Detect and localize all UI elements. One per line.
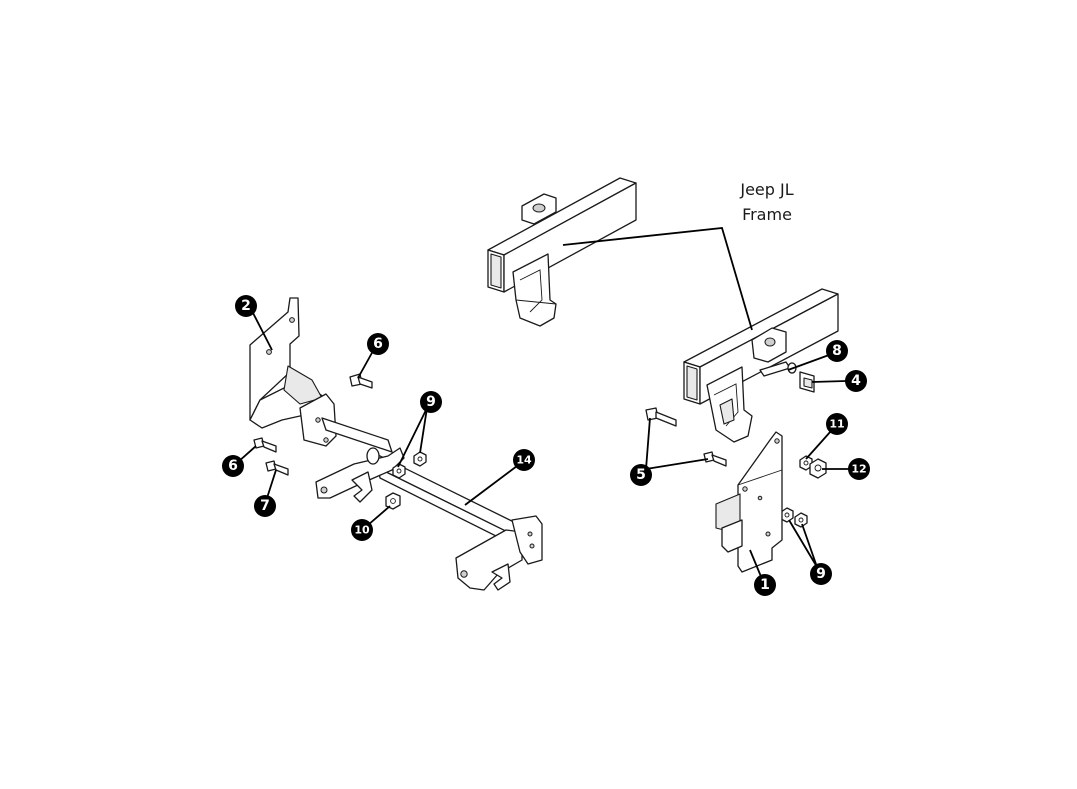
callout-2: 2	[235, 295, 257, 317]
bolt-part-7	[265, 460, 289, 476]
callout-6-lower: 6	[222, 455, 244, 477]
svg-text:9: 9	[816, 566, 826, 582]
frame-label-line1: Jeep JL	[740, 180, 794, 199]
bracket-part-1	[715, 431, 783, 573]
callout-9-right: 9	[810, 563, 832, 585]
nut-part-10	[385, 492, 401, 510]
callout-10: 10	[351, 519, 373, 541]
callout-5: 5	[630, 464, 652, 486]
callout-12: 12	[848, 458, 870, 480]
svg-text:5: 5	[636, 467, 646, 483]
svg-text:1: 1	[760, 577, 770, 593]
svg-text:12: 12	[851, 463, 866, 476]
callout-7: 7	[254, 495, 276, 517]
bolt-part-6-upper	[349, 373, 373, 389]
nut-part-12	[809, 458, 827, 479]
svg-text:2: 2	[241, 298, 251, 314]
svg-text:4: 4	[851, 373, 861, 389]
callout-1: 1	[754, 574, 776, 596]
crossbar-part-14	[315, 417, 543, 591]
leader-lines	[237, 227, 849, 580]
frame-label-line2: Frame	[742, 205, 792, 224]
svg-text:7: 7	[260, 498, 270, 514]
callout-9-left: 9	[420, 391, 442, 413]
svg-text:8: 8	[832, 343, 842, 359]
svg-text:14: 14	[516, 454, 532, 467]
frame-label: Jeep JL Frame	[712, 177, 822, 227]
callout-11: 11	[826, 413, 848, 435]
callout-6-upper: 6	[367, 333, 389, 355]
svg-text:10: 10	[354, 524, 370, 537]
bolt-part-5	[645, 407, 727, 467]
nut-part-9-left	[392, 451, 427, 479]
frame-rail-right	[683, 288, 839, 443]
frame-rail-left	[487, 177, 637, 327]
callout-4: 4	[845, 370, 867, 392]
svg-text:6: 6	[228, 458, 238, 474]
callout-14: 14	[513, 449, 535, 471]
clip-part-4	[799, 371, 815, 393]
nut-part-9-right	[780, 507, 808, 528]
callout-8: 8	[826, 340, 848, 362]
svg-text:9: 9	[426, 394, 436, 410]
svg-text:6: 6	[373, 336, 383, 352]
bolt-part-6-lower	[253, 437, 277, 453]
svg-text:11: 11	[829, 418, 844, 431]
bracket-part-2	[249, 297, 337, 447]
